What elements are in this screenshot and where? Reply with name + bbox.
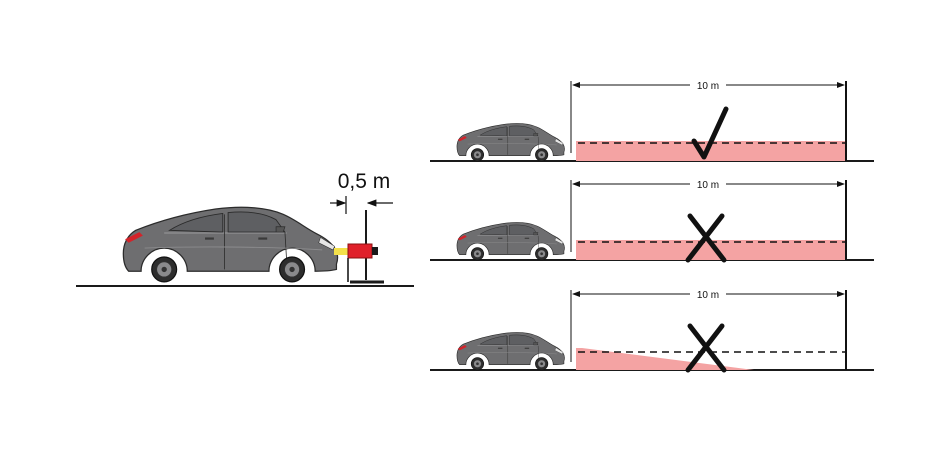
panel-distance-label: 10 m: [697, 81, 719, 92]
panel-car: [456, 222, 565, 261]
check-mark-icon: [691, 106, 729, 160]
setup-distance-label: 0,5 m: [338, 170, 391, 193]
setup-distance-dimension: 0,5 m: [330, 170, 393, 214]
aiming-device: [347, 210, 384, 284]
headlight-beam: [576, 141, 846, 161]
setup-car: [122, 206, 339, 283]
cross-mark-icon: [685, 323, 727, 373]
headlight-beam: [576, 240, 846, 260]
setup-beam: [334, 248, 348, 255]
cross-mark-icon: [685, 213, 727, 263]
headlight-beam: [576, 348, 754, 370]
panel-distance-label: 10 m: [697, 180, 719, 191]
panel-distance-label: 10 m: [697, 290, 719, 301]
setup-scene: 0,5 m: [76, 170, 414, 287]
panel-car: [456, 123, 565, 162]
alignment-panel: 10 m: [430, 180, 874, 263]
alignment-panel: 10 m: [430, 81, 874, 162]
panel-car: [456, 332, 565, 371]
alignment-panels: 10 m 10 m 10 m: [430, 81, 874, 373]
alignment-panel: 10 m: [430, 290, 874, 373]
